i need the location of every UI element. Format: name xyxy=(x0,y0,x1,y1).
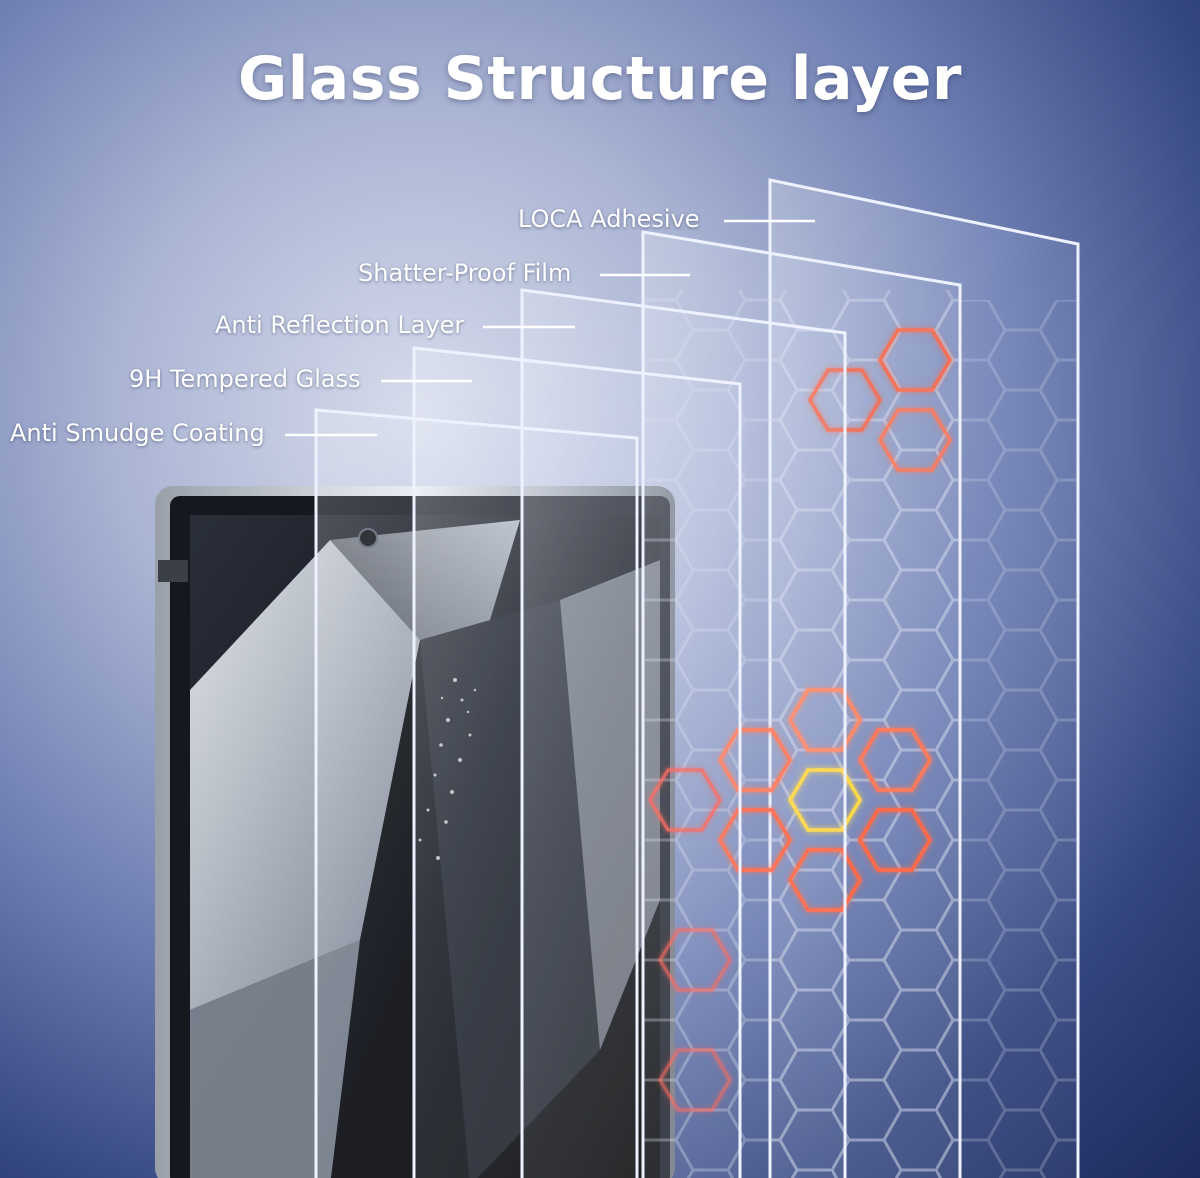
layer-label-anti-reflection: Anti Reflection Layer xyxy=(215,311,465,339)
layer-label-anti-smudge: Anti Smudge Coating xyxy=(10,419,265,447)
layer-label-shatter-proof-film: Shatter-Proof Film xyxy=(358,259,572,287)
anti-smudge-coating-sheet xyxy=(314,408,639,1178)
leader-lines xyxy=(285,219,815,437)
layer-label-loca-adhesive: LOCA Adhesive xyxy=(518,205,700,233)
layer-label-tempered-glass: 9H Tempered Glass xyxy=(129,365,361,393)
page-title: Glass Structure layer xyxy=(237,44,963,114)
